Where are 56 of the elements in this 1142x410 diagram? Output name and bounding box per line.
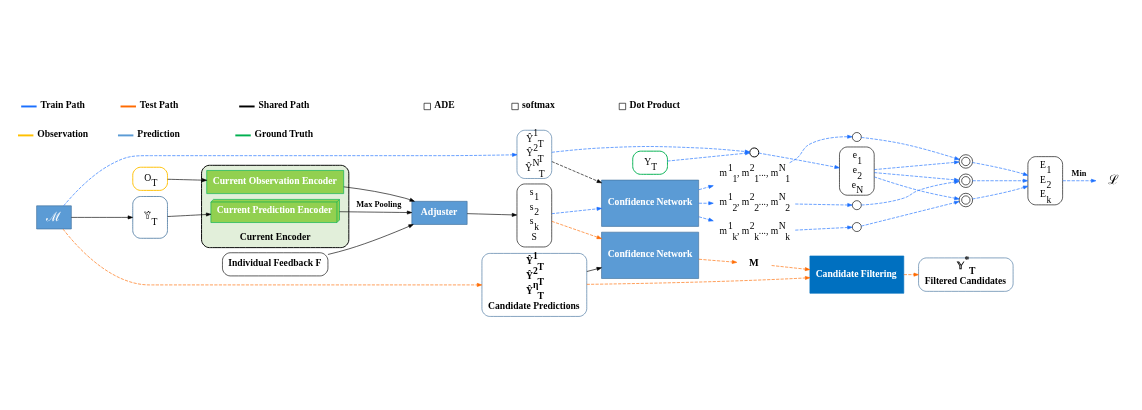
arrow (551, 206, 602, 214)
arrow (874, 160, 960, 170)
legend-label: Dot Product (629, 98, 680, 110)
arrow (551, 160, 602, 183)
arrow (758, 152, 840, 169)
arrow (861, 136, 960, 160)
arrow (972, 161, 1029, 176)
legend-label: Shared Path (258, 98, 310, 110)
arrow (698, 184, 714, 190)
arrow (972, 178, 1028, 183)
arrow (167, 177, 207, 182)
legend-label: ADE (434, 98, 455, 110)
arrow (466, 212, 518, 217)
legend-label: Prediction (137, 127, 180, 139)
legend-label: Train Path (40, 98, 85, 110)
arrow (903, 272, 919, 276)
arrow (586, 275, 811, 285)
node-circle (749, 146, 760, 157)
legend-label: softmax (522, 98, 555, 110)
node-box: Confidence Network (601, 231, 699, 279)
node-box: Adjuster (411, 200, 468, 225)
arrow (861, 200, 960, 226)
arrow (771, 264, 811, 271)
node-text: ℒ (1108, 172, 1120, 187)
arrow (972, 185, 1029, 199)
arrow (794, 202, 853, 207)
node-box: Candidate Filtering (809, 255, 905, 294)
node-box: ℳ (36, 205, 72, 229)
arrow (861, 179, 960, 205)
arrow (789, 134, 853, 163)
node-circle (852, 221, 862, 232)
arrow (586, 266, 602, 272)
arrow (874, 171, 960, 182)
legend-label: Observation (37, 127, 89, 139)
arrow (698, 215, 714, 221)
arrow (698, 200, 714, 205)
arrow (327, 223, 414, 255)
arrow (71, 215, 133, 219)
legend-label: Test Path (139, 98, 179, 110)
arrow (873, 176, 960, 200)
node-circle (852, 131, 862, 142)
arrow (1062, 178, 1097, 183)
arrow (63, 152, 518, 206)
legend-label: Ground Truth (254, 127, 314, 139)
arrow (698, 258, 738, 264)
arrow (551, 220, 602, 239)
node-box: Individual Feedback F (222, 251, 329, 276)
arrow (62, 228, 483, 287)
arrow (794, 225, 853, 230)
arrow (167, 212, 212, 217)
arrow (343, 186, 415, 202)
arrow (339, 210, 413, 214)
node-box: Current Observation Encoder (206, 169, 344, 194)
node-circle (852, 199, 862, 210)
node-text: M (749, 256, 759, 267)
node-box: Confidence Network (601, 179, 699, 227)
